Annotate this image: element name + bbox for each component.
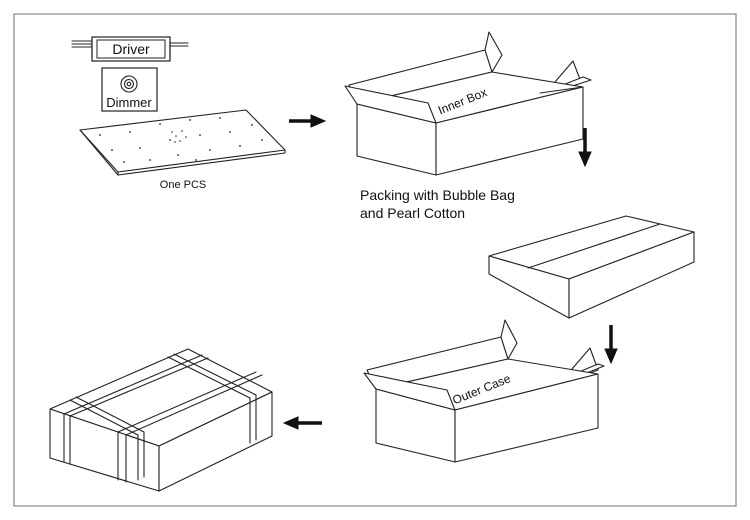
- packing-text-line2: and Pearl Cotton: [360, 205, 465, 221]
- led-panel: One PCS: [79, 109, 286, 191]
- dimmer-label: Dimmer: [106, 95, 152, 110]
- arrow-down-icon-2: [604, 325, 618, 365]
- arrow-left-icon: [282, 416, 322, 430]
- closed-inner-box: [488, 215, 695, 319]
- driver-label: Driver: [112, 41, 150, 57]
- strap-cross: [69, 353, 257, 481]
- strapped-box: [49, 348, 273, 492]
- diagram-frame: [13, 13, 737, 507]
- dimmer-unit: Dimmer: [101, 67, 158, 112]
- outer-case: Outer Case: [363, 319, 605, 463]
- one-pcs-label: One PCS: [160, 179, 206, 191]
- arrow-right-icon: [289, 114, 327, 128]
- arrow-down-icon: [578, 128, 592, 168]
- driver-unit: Driver: [71, 36, 189, 62]
- inner-box: Inner Box: [344, 31, 592, 176]
- packing-text-line1: Packing with Bubble Bag: [360, 187, 515, 203]
- panel-dots: [99, 117, 263, 163]
